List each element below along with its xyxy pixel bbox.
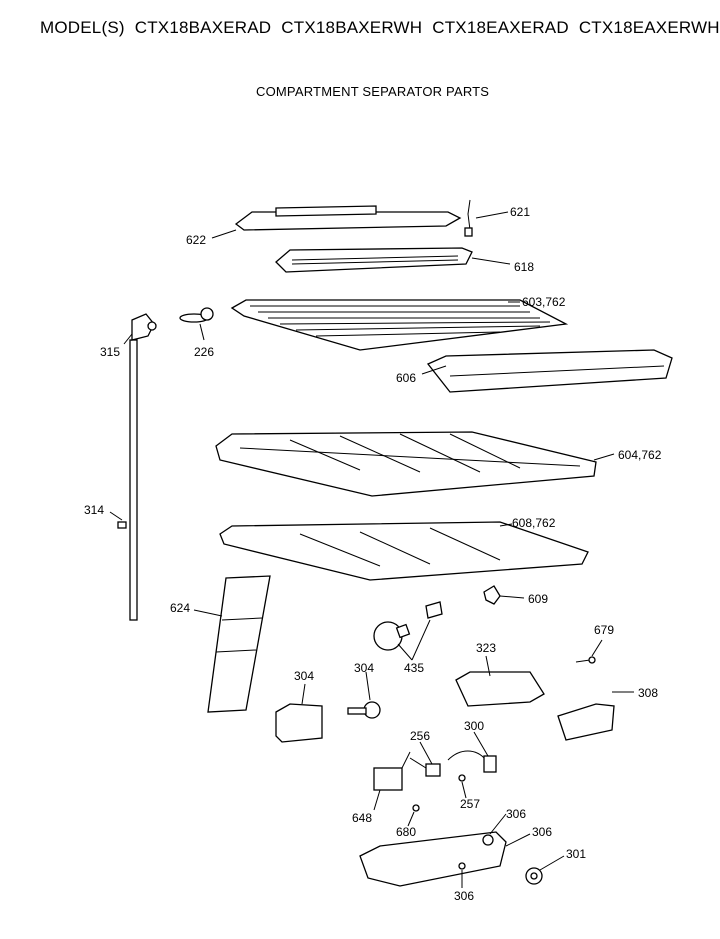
callout-308: 308: [638, 686, 658, 700]
callout-314: 314: [84, 503, 104, 517]
callout-624: 624: [170, 601, 190, 615]
diagram-header: MODEL(S) CTX18BAXERAD CTX18BAXERWH CTX18EAX…: [0, 0, 720, 110]
part-304-box: [275, 703, 323, 743]
part-226-knob: [179, 307, 214, 323]
part-603-grille: [230, 299, 569, 351]
callout-300: 300: [464, 719, 484, 733]
part-604-separator: [215, 431, 597, 497]
callout-622: 622: [186, 233, 206, 247]
callout-680: 680: [396, 825, 416, 839]
callout-labels: 621 622 618 603,762 315 226 606 604,762 …: [84, 205, 662, 903]
part-679-screw: [575, 656, 596, 664]
part-314-clip: [117, 521, 127, 529]
part-256-connector: [409, 757, 441, 777]
callout-306-right: 306: [532, 825, 552, 839]
callout-256: 256: [410, 729, 430, 743]
part-304-knob: [347, 701, 381, 719]
callout-679: 679: [594, 623, 614, 637]
model-number: CTX18BAXERAD: [134, 18, 272, 37]
callout-435: 435: [404, 661, 424, 675]
callout-304-knob: 304: [354, 661, 374, 675]
part-435-bulb: [373, 601, 443, 651]
callout-306-top: 306: [506, 807, 526, 821]
callout-304-box: 304: [294, 669, 314, 683]
callout-257: 257: [460, 797, 480, 811]
leader-lines: [109, 211, 634, 888]
callout-609: 609: [528, 592, 548, 606]
part-300-switch: [447, 750, 497, 773]
part-315-rod: [129, 313, 157, 621]
part-680-screw: [412, 804, 420, 812]
callout-648: 648: [352, 811, 372, 825]
model-number: CTX18BAXERWH: [281, 18, 423, 37]
callout-606: 606: [396, 371, 416, 385]
model-number: CTX18EAXERWH: [578, 18, 720, 37]
callout-608-762: 608,762: [512, 516, 556, 530]
part-323-housing: [455, 671, 545, 707]
callout-604-762: 604,762: [618, 448, 662, 462]
part-609-clip: [483, 585, 501, 605]
part-308-bracket: [557, 703, 615, 741]
part-621-sensor: [464, 199, 473, 237]
part-301-nut: [525, 867, 543, 885]
part-622-cover: [234, 205, 462, 231]
part-606-trim: [426, 349, 673, 393]
part-618-damper: [275, 247, 473, 273]
part-648-switch: [373, 751, 411, 791]
part-608-separator: [219, 521, 589, 581]
callout-226: 226: [194, 345, 214, 359]
part-306-bracket: [359, 831, 507, 887]
diagram-subtitle: COMPARTMENT SEPARATOR PARTS: [256, 84, 490, 99]
model-list: MODEL(S) CTX18BAXERAD CTX18BAXERWH CTX18EAX…: [40, 18, 720, 38]
model-prefix: MODEL(S): [40, 18, 125, 37]
callout-323: 323: [476, 641, 496, 655]
callout-301: 301: [566, 847, 586, 861]
callout-315: 315: [100, 345, 120, 359]
callout-618: 618: [514, 260, 534, 274]
model-number: CTX18EAXERAD: [432, 18, 569, 37]
part-624-duct: [207, 575, 271, 713]
callout-306-bottom: 306: [454, 889, 474, 903]
callout-621: 621: [510, 205, 530, 219]
part-257-screw: [458, 774, 466, 782]
callout-603-762: 603,762: [522, 295, 566, 309]
